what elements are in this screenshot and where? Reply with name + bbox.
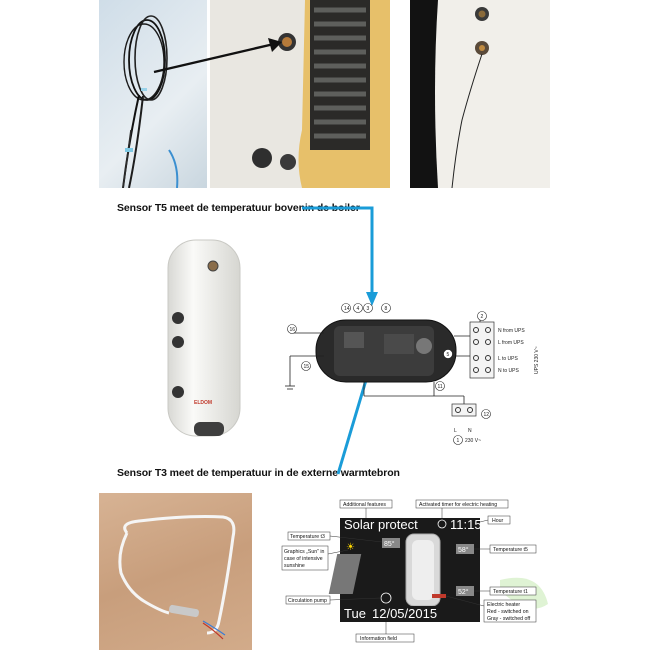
sensor-cable-illustration bbox=[122, 15, 179, 188]
photo-sensor-cable bbox=[99, 0, 207, 188]
wiring-num-14: 14 bbox=[344, 306, 350, 312]
caption-sensor-t5: Sensor T5 meet de temperatuur bovenin de… bbox=[117, 202, 360, 214]
temp-t5-box bbox=[456, 544, 474, 554]
callout-graphics-sun-line1: Graphics „Sun” in bbox=[284, 549, 324, 555]
temp-t1-box bbox=[456, 586, 474, 596]
callout-information-field: Information field bbox=[360, 636, 397, 642]
label-mains-n: N bbox=[468, 428, 472, 434]
label-mains-l: L bbox=[454, 428, 457, 434]
controller-display-diagram: Additional features Activated timer for … bbox=[281, 499, 548, 643]
caption-sensor-t3: Sensor T3 meet de temperatuur in de exte… bbox=[117, 467, 400, 479]
screen-day: Tue bbox=[344, 606, 366, 621]
wiring-num-3: 3 bbox=[367, 306, 370, 312]
sun-icon: ☀ bbox=[346, 542, 355, 553]
wiring-num-2: 2 bbox=[481, 314, 484, 320]
wiring-num-16: 16 bbox=[290, 327, 296, 333]
callout-activated-timer: Activated timer for electric heating bbox=[419, 502, 497, 508]
photo-boiler-interior bbox=[210, 0, 390, 188]
temp-t5-value: 58° bbox=[458, 546, 469, 554]
callout-graphics-sun-line2: case of intensive bbox=[284, 556, 323, 562]
wiring-num-15: 15 bbox=[304, 364, 310, 370]
temp-t3-value: 85° bbox=[384, 540, 395, 548]
boiler-illustration: ELDOM bbox=[150, 230, 260, 450]
callout-activated-timer-box bbox=[415, 499, 509, 509]
callout-electric-heater-line1: Electric heater bbox=[487, 602, 520, 608]
arrow-cable-to-boiler bbox=[153, 38, 282, 74]
callout-additional-features: Additional features bbox=[343, 502, 386, 508]
photo-boiler-sensor-port bbox=[410, 0, 550, 188]
temp-t1-value: 52° bbox=[458, 588, 469, 596]
callout-temperature-t3: Temperature t3 bbox=[290, 534, 325, 540]
boiler-sensor-port-illustration bbox=[410, 0, 550, 188]
callout-electric-heater-line2: Red - switched on bbox=[487, 609, 529, 615]
photo-sensor-probe bbox=[99, 493, 252, 650]
wiring-num-12: 12 bbox=[484, 412, 490, 418]
wiring-num-8: 8 bbox=[385, 306, 388, 312]
label-l-from-ups: L from UPS bbox=[498, 340, 524, 346]
timer-icon bbox=[437, 519, 447, 529]
callout-electric-heater-line3: Gray - switched off bbox=[487, 616, 531, 622]
wiring-diagram: 14 4 3 8 2 16 5 15 11 12 1 N from UPS L … bbox=[285, 303, 540, 445]
screen-date: 12/05/2015 bbox=[372, 606, 437, 621]
callout-circulation-pump: Circulation pump bbox=[288, 598, 327, 604]
label-mains-voltage: 230 V~ bbox=[465, 438, 481, 444]
wiring-num-4: 4 bbox=[357, 306, 360, 312]
callout-hour: Hour bbox=[492, 518, 504, 524]
screen-title: Solar protect bbox=[344, 517, 418, 532]
wiring-num-11: 11 bbox=[438, 384, 443, 390]
boiler-brand-label: ELDOM bbox=[194, 400, 213, 406]
callout-temperature-t5: Temperature t5 bbox=[493, 547, 528, 553]
label-n-from-ups: N from UPS bbox=[498, 328, 525, 334]
callout-temperature-t1: Temperature t1 bbox=[493, 589, 528, 595]
screen-time: 11:15 bbox=[450, 517, 482, 532]
boiler-interior-illustration bbox=[210, 0, 390, 188]
label-ups-voltage: UPS 230 V~ bbox=[534, 346, 540, 374]
callout-graphics-sun-line3: sunshine bbox=[284, 563, 305, 569]
electric-heater-indicator bbox=[432, 594, 446, 598]
wiring-num-1: 1 bbox=[457, 438, 460, 444]
wiring-num-5: 5 bbox=[447, 352, 450, 358]
label-n-to-ups: N to UPS bbox=[498, 368, 520, 374]
label-l-to-ups: L to UPS bbox=[498, 356, 518, 362]
sensor-probe-illustration bbox=[118, 515, 236, 640]
temp-t3-box bbox=[382, 538, 400, 548]
